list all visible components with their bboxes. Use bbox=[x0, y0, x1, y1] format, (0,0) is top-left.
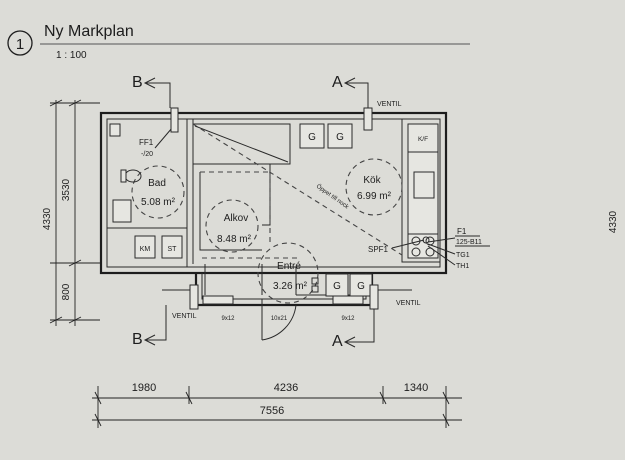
section-markers: B A B A bbox=[132, 74, 375, 350]
wardrobe-box-1 bbox=[299, 123, 325, 149]
loft-outline bbox=[192, 123, 403, 259]
dim-bottom-1: 1980 bbox=[132, 382, 156, 394]
stove-burner-icon-3 bbox=[411, 247, 421, 257]
room-area-kok: 6.99 m² bbox=[357, 191, 392, 202]
wardrobe-box-2 bbox=[327, 123, 353, 149]
bath-sink-icon bbox=[109, 123, 121, 137]
washing-machine-label: KM bbox=[140, 246, 151, 253]
dim-right-total: 4330 bbox=[608, 210, 619, 233]
tg1-label: TG1 bbox=[456, 252, 470, 259]
entry-wardrobe-label-1: G bbox=[333, 281, 341, 292]
dim-left-upper: 3530 bbox=[61, 178, 72, 201]
room-circle-entre bbox=[257, 242, 319, 304]
room-markers bbox=[131, 158, 403, 304]
entry-step-icon bbox=[311, 277, 319, 293]
spf1-label: SPF1 bbox=[368, 245, 389, 254]
dim-bottom-2: 4236 bbox=[274, 382, 298, 394]
ventil-label-left: VENTIL bbox=[172, 313, 197, 320]
f1-spec-label: 125-B11 bbox=[456, 239, 482, 246]
wardrobe-label-1: G bbox=[308, 132, 316, 143]
section-marker-a-top: A bbox=[332, 74, 343, 91]
washing-machine-box bbox=[134, 235, 156, 259]
room-area-entre: 3.26 m² bbox=[273, 281, 308, 292]
title-block: 1 Ny Markplan 1 : 100 bbox=[7, 23, 470, 61]
ventilation: VENTIL VENTIL VENTIL bbox=[162, 95, 421, 320]
bottom-windows: 9x12 10x21 9x12 bbox=[202, 295, 364, 322]
ff1-label: FF1 bbox=[139, 138, 154, 147]
sheet-number-circle bbox=[7, 30, 33, 56]
dryer-label: ST bbox=[168, 246, 178, 253]
sheet-number: 1 bbox=[16, 36, 24, 53]
vent-bottom-right bbox=[369, 284, 379, 310]
door-main-size: 10x21 bbox=[271, 316, 288, 322]
ventil-label-right: VENTIL bbox=[396, 300, 421, 307]
kitchen-counter bbox=[407, 151, 439, 235]
dim-bottom-total: 7556 bbox=[260, 405, 284, 417]
plan-scale: 1 : 100 bbox=[56, 50, 87, 61]
room-name-alkov: Alkov bbox=[224, 213, 248, 224]
room-labels: Bad 5.08 m² Kök 6.99 m² Alkov 8.48 m² En… bbox=[141, 175, 392, 292]
section-marker-b-bottom: B bbox=[132, 331, 143, 348]
room-circle-bad bbox=[131, 165, 185, 219]
dim-bottom-3: 1340 bbox=[404, 382, 428, 394]
window-left-size: 9x12 bbox=[221, 316, 235, 322]
fixtures: KM ST G G K/F G G bbox=[109, 123, 439, 341]
fridge-freezer-label: K/F bbox=[418, 136, 428, 143]
room-area-alkov: 8.48 m² bbox=[217, 234, 252, 245]
fridge-freezer-box bbox=[407, 123, 439, 153]
kitchen-sink-icon bbox=[413, 171, 435, 199]
shower-icon bbox=[112, 199, 132, 223]
room-area-bad: 5.08 m² bbox=[141, 197, 176, 208]
vent-bottom-left bbox=[189, 284, 199, 310]
vent-top-a bbox=[363, 107, 373, 131]
dimensions: 4330 3530 800 4330 1980 4236 1340 7556 bbox=[42, 99, 619, 428]
window-right-size: 9x12 bbox=[341, 316, 355, 322]
section-marker-a-bottom: A bbox=[332, 333, 343, 350]
th1-label: TH1 bbox=[456, 263, 469, 270]
room-circle-alkov bbox=[205, 199, 259, 253]
ventil-label-top: VENTIL bbox=[377, 101, 402, 108]
toilet-icon bbox=[124, 169, 142, 183]
room-name-bad: Bad bbox=[148, 178, 166, 189]
room-name-entre: Entré bbox=[277, 261, 301, 272]
f1-label: F1 bbox=[457, 227, 467, 236]
vent-top-b bbox=[170, 107, 179, 133]
room-circle-kok bbox=[345, 158, 403, 216]
ceiling-note: Öppet till nock bbox=[315, 183, 351, 211]
entry-wardrobe-label-2: G bbox=[357, 281, 365, 292]
dryer-box bbox=[161, 235, 183, 259]
ff1-sub-label: -/20 bbox=[141, 151, 153, 158]
plan-title: Ny Markplan bbox=[44, 23, 134, 40]
entrance-door-swing bbox=[261, 299, 297, 341]
room-name-kok: Kök bbox=[363, 175, 381, 186]
section-marker-b-top: B bbox=[132, 74, 143, 91]
toilet-tank-icon bbox=[120, 169, 127, 183]
dim-left-lower: 800 bbox=[61, 283, 72, 300]
wardrobe-label-2: G bbox=[336, 132, 344, 143]
dim-left-total: 4330 bbox=[42, 207, 53, 230]
